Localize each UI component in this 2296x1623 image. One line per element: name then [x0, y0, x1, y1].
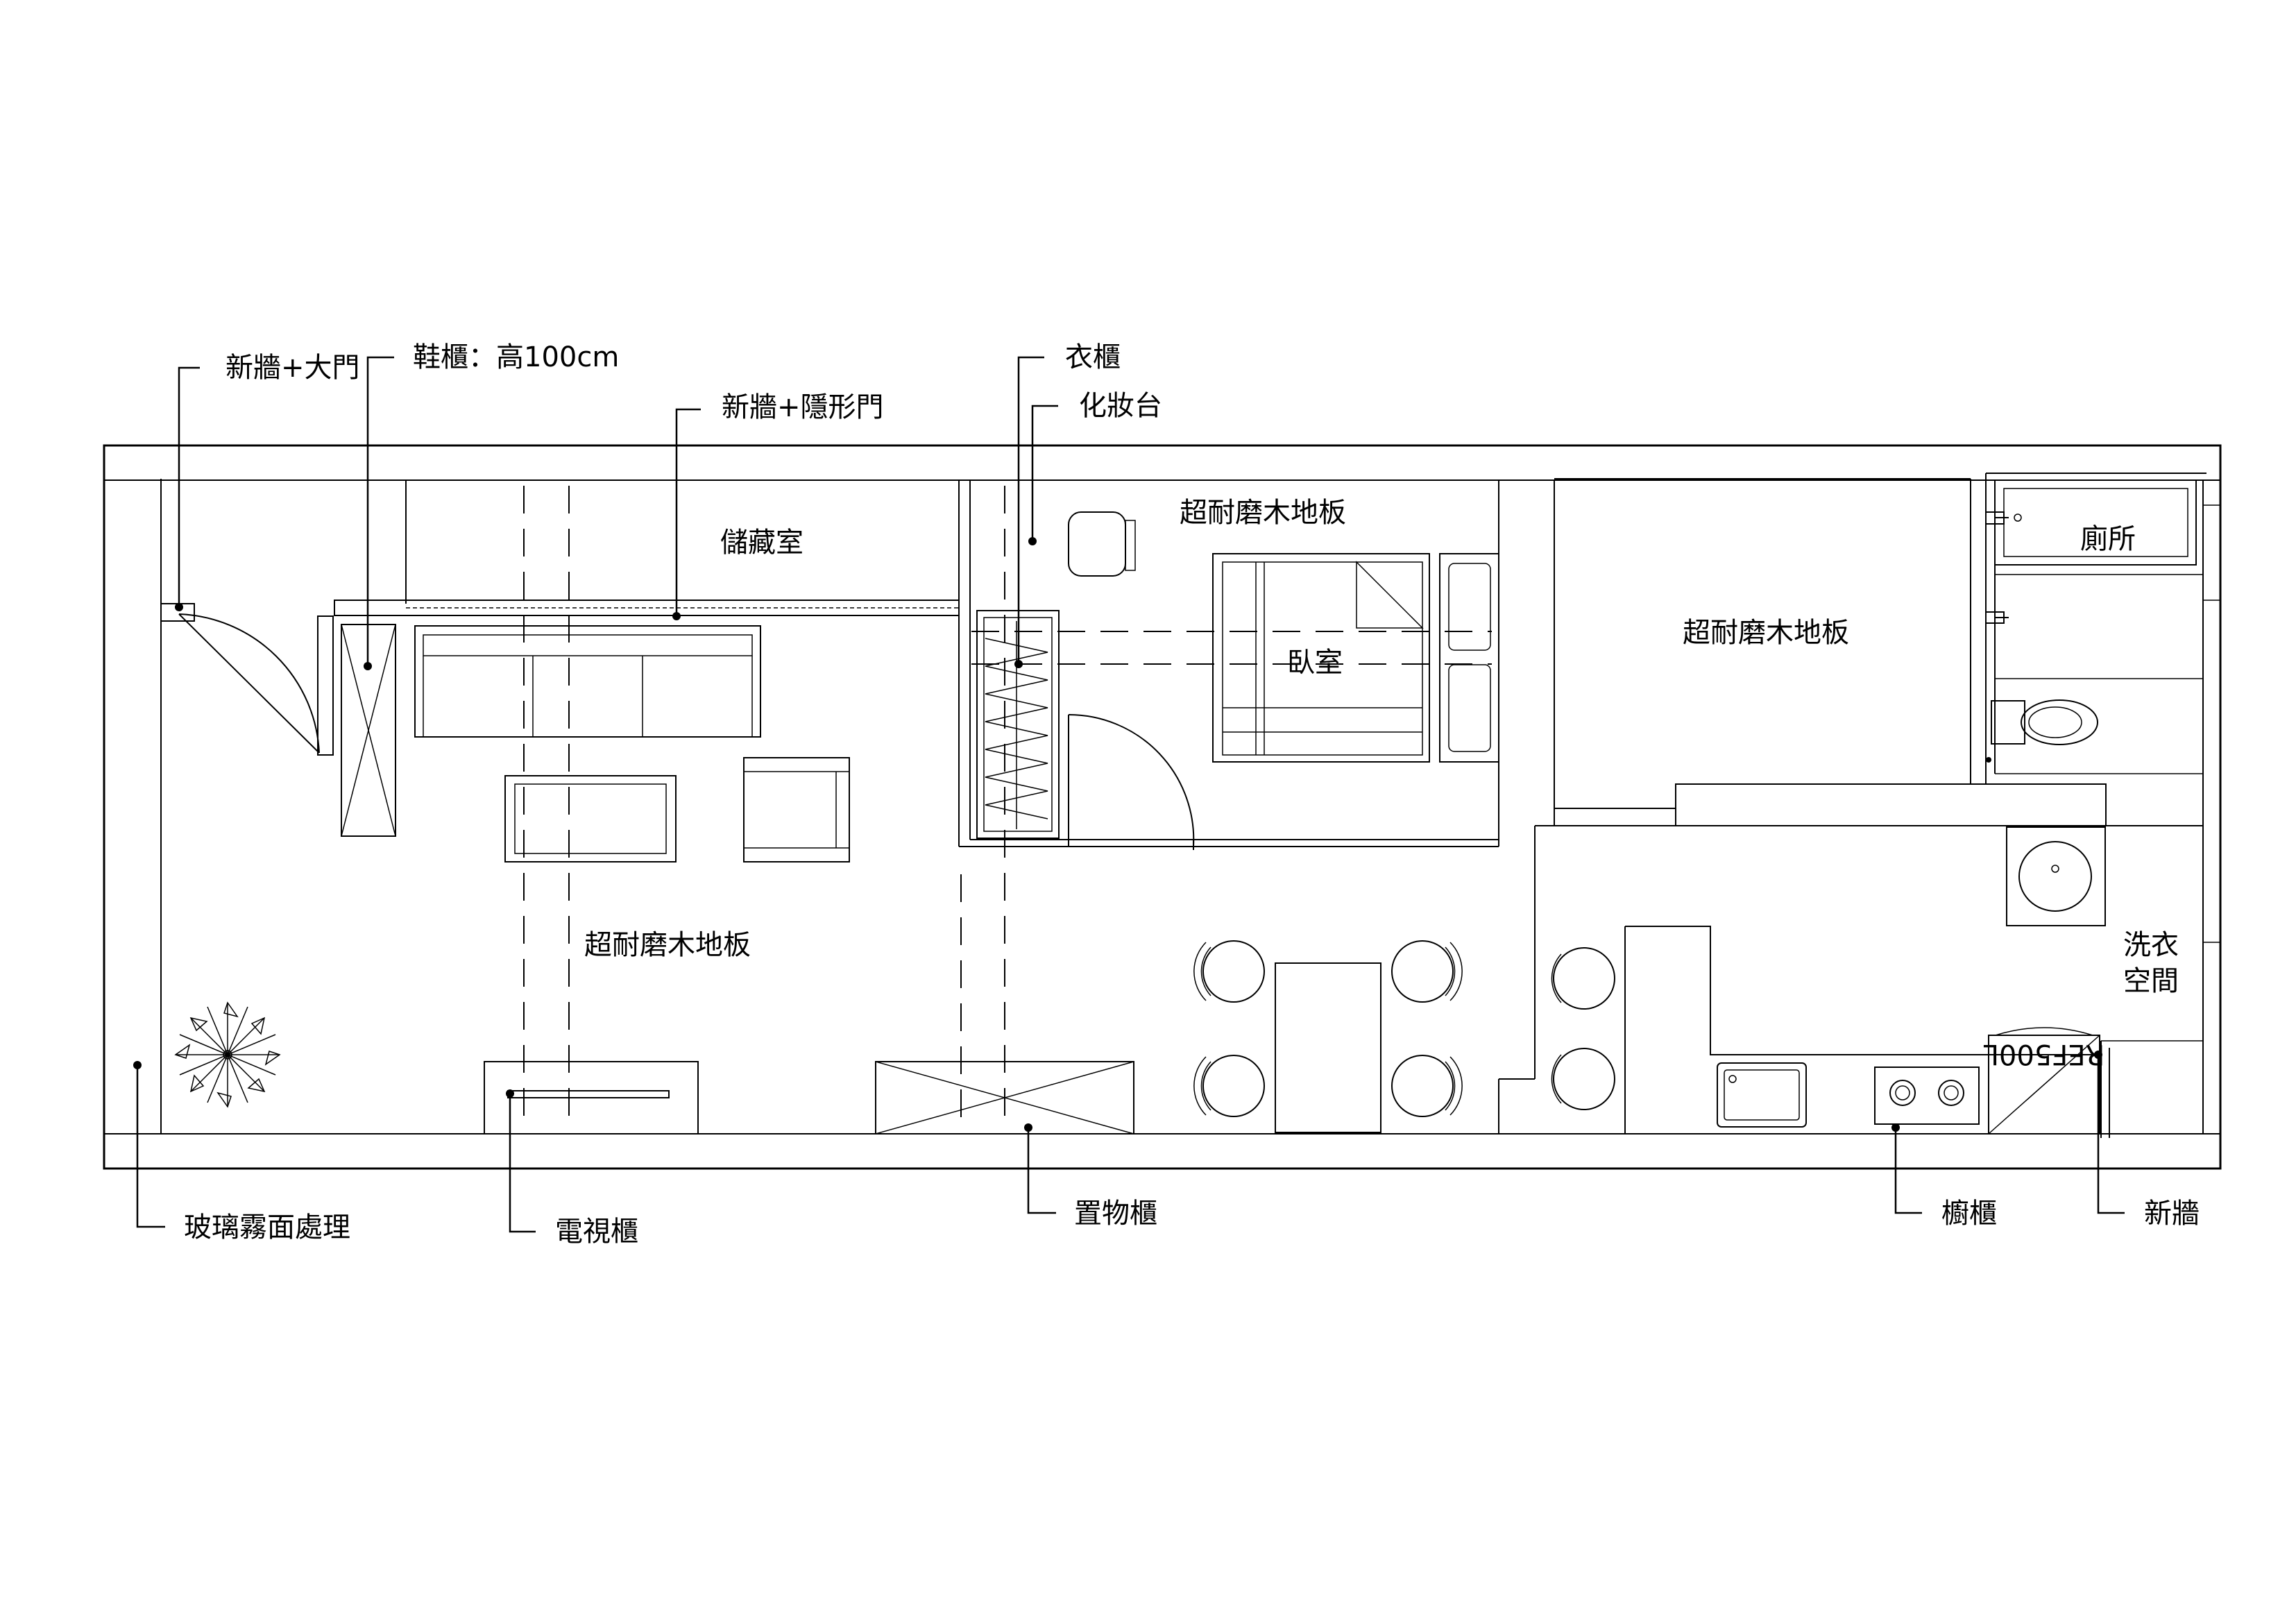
new-wall-label: 新牆	[2144, 1198, 2200, 1230]
coffee-table	[504, 775, 677, 863]
storage-room-label: 儲藏室	[720, 527, 803, 559]
bedroom-label: 臥室	[1287, 647, 1343, 679]
dashed-lines	[523, 486, 1492, 1131]
bedroom-floor-label: 超耐磨木地板	[1180, 497, 1346, 529]
shoe-cabinet-label: 鞋櫃：高100cm	[413, 341, 619, 373]
tv-cabinet-label: 電視櫃	[555, 1216, 638, 1248]
kitchen-cabinet-label: 櫥櫃	[1941, 1198, 1997, 1230]
plant-icon	[174, 1001, 281, 1108]
wardrobe-label: 衣櫃	[1065, 341, 1121, 373]
frosted-glass-label: 玻璃霧面處理	[184, 1212, 350, 1243]
leaders-top	[175, 356, 1058, 670]
interior-walls	[160, 473, 2220, 1138]
vanity-chair	[1068, 511, 1136, 577]
doors	[178, 613, 1195, 850]
toilet-label: 廁所	[2080, 523, 2136, 555]
kitchen: REF500L	[1624, 926, 2104, 1135]
storage-cabinet-shape	[875, 1061, 1134, 1135]
middle-floor-label: 超耐磨木地板	[1683, 617, 1849, 649]
new-wall-hidden-door-label: 新牆+隱形門	[722, 391, 884, 423]
bathroom-fixtures	[1986, 479, 2197, 926]
new-wall-main-door-label: 新牆+大門	[226, 352, 360, 384]
sofa	[414, 625, 761, 738]
laundry-label-line1: 洗衣	[2123, 929, 2179, 961]
tv-cabinet-shape	[484, 1061, 699, 1135]
bed	[1212, 553, 1499, 763]
armchair	[743, 757, 850, 863]
laundry-label-line2: 空間	[2123, 965, 2179, 997]
dining-set	[1193, 940, 1615, 1133]
leaders-bottom	[133, 1051, 2125, 1233]
storage-cabinet-label: 置物櫃	[1074, 1198, 1157, 1230]
vanity-label: 化妝台	[1079, 390, 1162, 422]
fridge-label: REF500L	[1983, 1038, 2104, 1070]
exterior-walls	[103, 444, 2222, 1170]
living-floor-label: 超耐磨木地板	[584, 929, 751, 961]
